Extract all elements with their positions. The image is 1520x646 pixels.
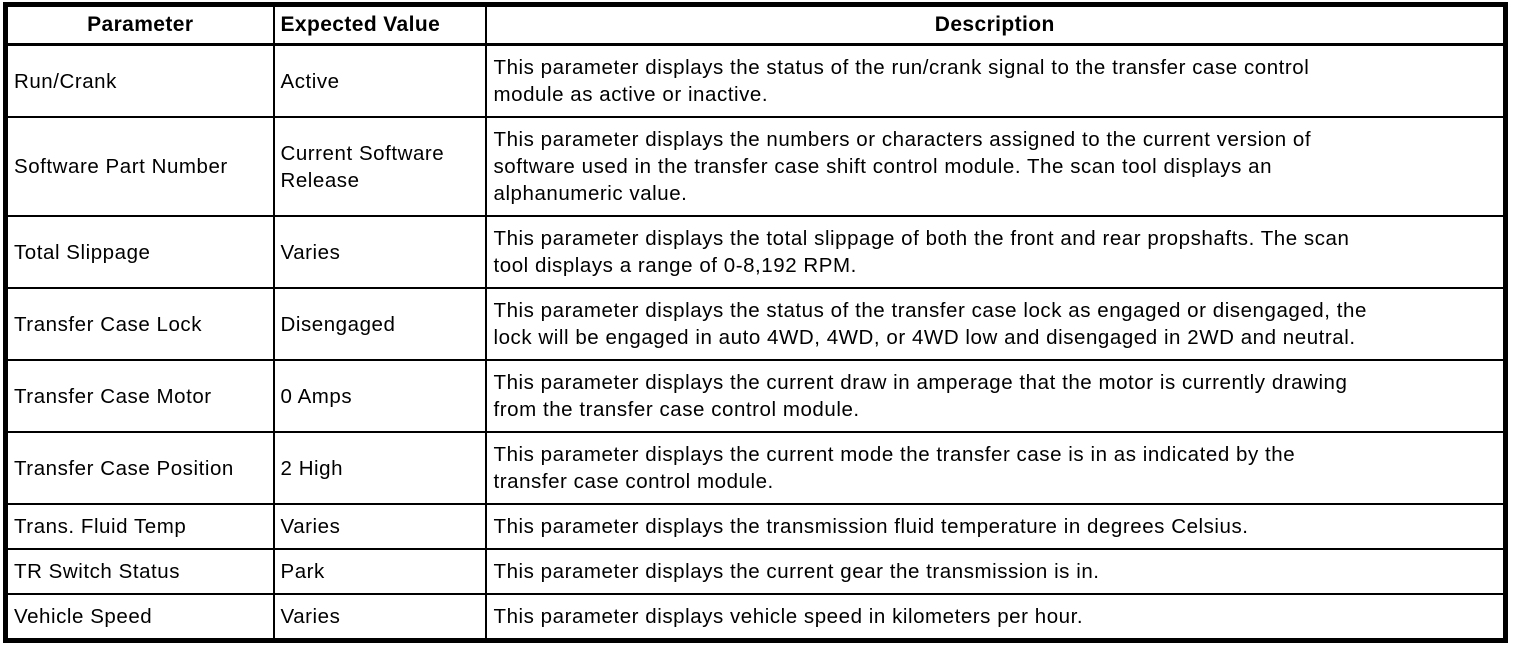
cell-description: This parameter displays the status of th… (484, 43, 1507, 118)
column-header-parameter: Parameter (4, 3, 275, 46)
header-row: Parameter Expected Value Description (4, 3, 1507, 46)
cell-parameter: Total Slippage (4, 215, 275, 289)
cell-parameter: TR Switch Status (4, 548, 275, 595)
parameters-table: Parameter Expected Value Description Run… (3, 2, 1508, 643)
cell-expected-value: 2 High (272, 431, 487, 505)
cell-parameter: Transfer Case Position (4, 431, 275, 505)
cell-parameter: Run/Crank (4, 43, 275, 118)
cell-description: This parameter displays the status of th… (484, 287, 1507, 361)
cell-description: This parameter displays the current draw… (484, 359, 1507, 433)
cell-parameter: Trans. Fluid Temp (4, 503, 275, 550)
cell-description: This parameter displays the current gear… (484, 548, 1507, 595)
cell-parameter: Software Part Number (4, 116, 275, 217)
cell-description: This parameter displays the current mode… (484, 431, 1507, 505)
cell-expected-value: Current Software Release (272, 116, 487, 217)
cell-expected-value: Varies (272, 593, 487, 642)
column-header-description: Description (484, 3, 1507, 46)
cell-expected-value: Park (272, 548, 487, 595)
cell-parameter: Transfer Case Lock (4, 287, 275, 361)
cell-description: This parameter displays vehicle speed in… (484, 593, 1507, 642)
cell-description: This parameter displays the total slippa… (484, 215, 1507, 289)
cell-expected-value: 0 Amps (272, 359, 487, 433)
cell-expected-value: Varies (272, 503, 487, 550)
table-header: Parameter Expected Value Description (4, 3, 1507, 46)
cell-parameter: Transfer Case Motor (4, 359, 275, 433)
cell-description: This parameter displays the numbers or c… (484, 116, 1507, 217)
column-header-expected-value: Expected Value (272, 3, 487, 46)
cell-expected-value: Active (272, 43, 487, 118)
cell-description: This parameter displays the transmission… (484, 503, 1507, 550)
cell-expected-value: Disengaged (272, 287, 487, 361)
cell-parameter: Vehicle Speed (4, 593, 275, 642)
cell-expected-value: Varies (272, 215, 487, 289)
